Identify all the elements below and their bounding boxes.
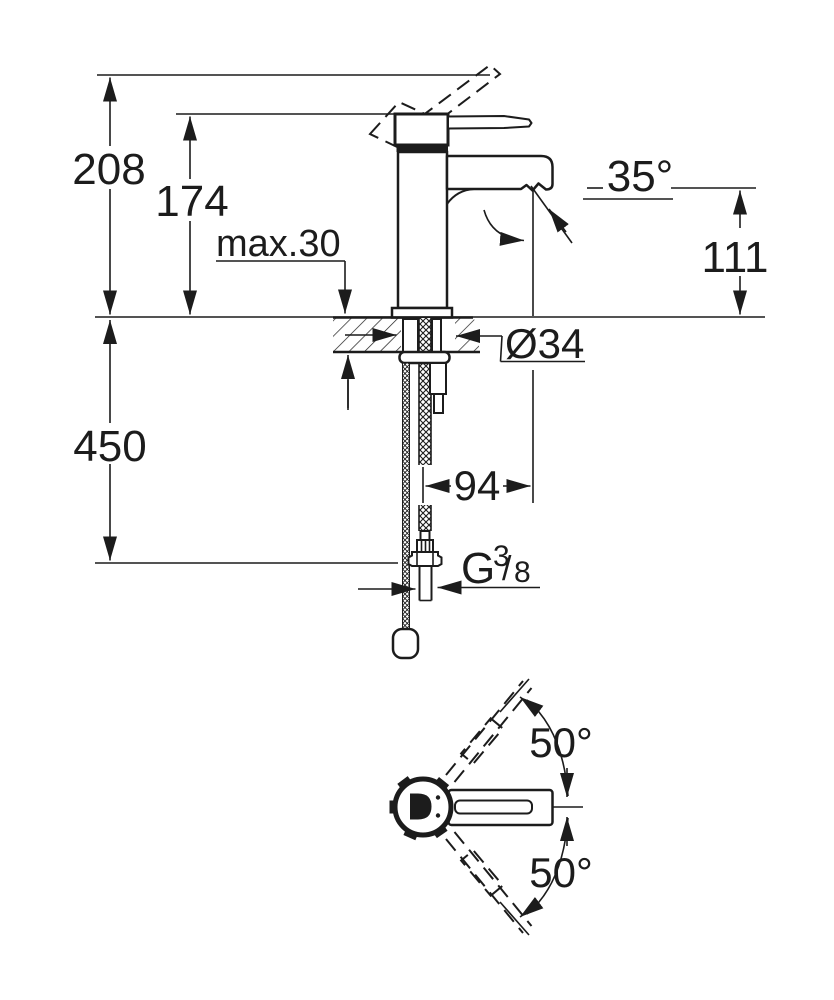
body-column: [396, 150, 449, 310]
dim-deck-thickness-label: max.30: [216, 223, 341, 265]
dim-swivel-upper-label: 50°: [529, 719, 593, 766]
dim-spout-reach-label: 94: [454, 462, 501, 509]
dim-spout-height-label: 111: [702, 233, 769, 282]
installation-parts: [391, 318, 451, 660]
fixing-stud: [431, 318, 442, 353]
supply-hose-lower: [419, 505, 431, 531]
fixing-bolt-lower: [433, 393, 444, 414]
base-flange: [390, 306, 454, 319]
dim-body-height-label: 174: [155, 177, 228, 226]
chain-weight: [391, 627, 420, 660]
dim-swivel-lower-label: 50°: [529, 849, 593, 896]
cap-joint-band: [396, 144, 448, 152]
lever-handle: [447, 115, 533, 130]
dim-hole-diameter-label: Ø34: [505, 320, 584, 367]
lever-motion-arrow: [483, 209, 525, 246]
dim-hose-length-label: 450: [73, 422, 146, 471]
spout-fillet: [446, 188, 475, 205]
circle-lugs: [389, 776, 450, 841]
pull-rod-shank: [402, 318, 419, 353]
cartridge-top-mark: [410, 793, 432, 820]
dim-spout-angle-label: 35°: [607, 152, 674, 201]
dim-thread-label: G 3 / 8: [461, 540, 531, 593]
faucet-side: [368, 63, 554, 319]
cartridge-cap: [393, 112, 450, 147]
thread-prefix: G: [461, 544, 495, 593]
thread-numerator: 3: [493, 540, 510, 573]
hose-ferrule: [419, 530, 431, 541]
fixing-bolt-upper: [429, 362, 447, 395]
swivel-dashed-lines: [445, 680, 533, 934]
top-dot-upper: [435, 795, 441, 800]
spout: [445, 154, 554, 192]
mounting-washer: [398, 350, 451, 365]
dimension-lines: [103, 77, 747, 596]
dim-total-height-label: 208: [72, 145, 145, 194]
connection-nut: [407, 551, 443, 567]
top-view: 50° 50°: [389, 678, 593, 936]
side-view: 208 174 max.30 35° 111 450 Ø34 94 G 3 / …: [72, 63, 769, 660]
thread-slash: /: [502, 550, 512, 588]
swivel-angle-arcs: [519, 696, 574, 918]
thread-denominator: 8: [514, 556, 531, 589]
lever-top-outline: [454, 799, 533, 815]
deck-hatch-right: [455, 318, 480, 352]
top-dot-lower: [435, 813, 441, 818]
